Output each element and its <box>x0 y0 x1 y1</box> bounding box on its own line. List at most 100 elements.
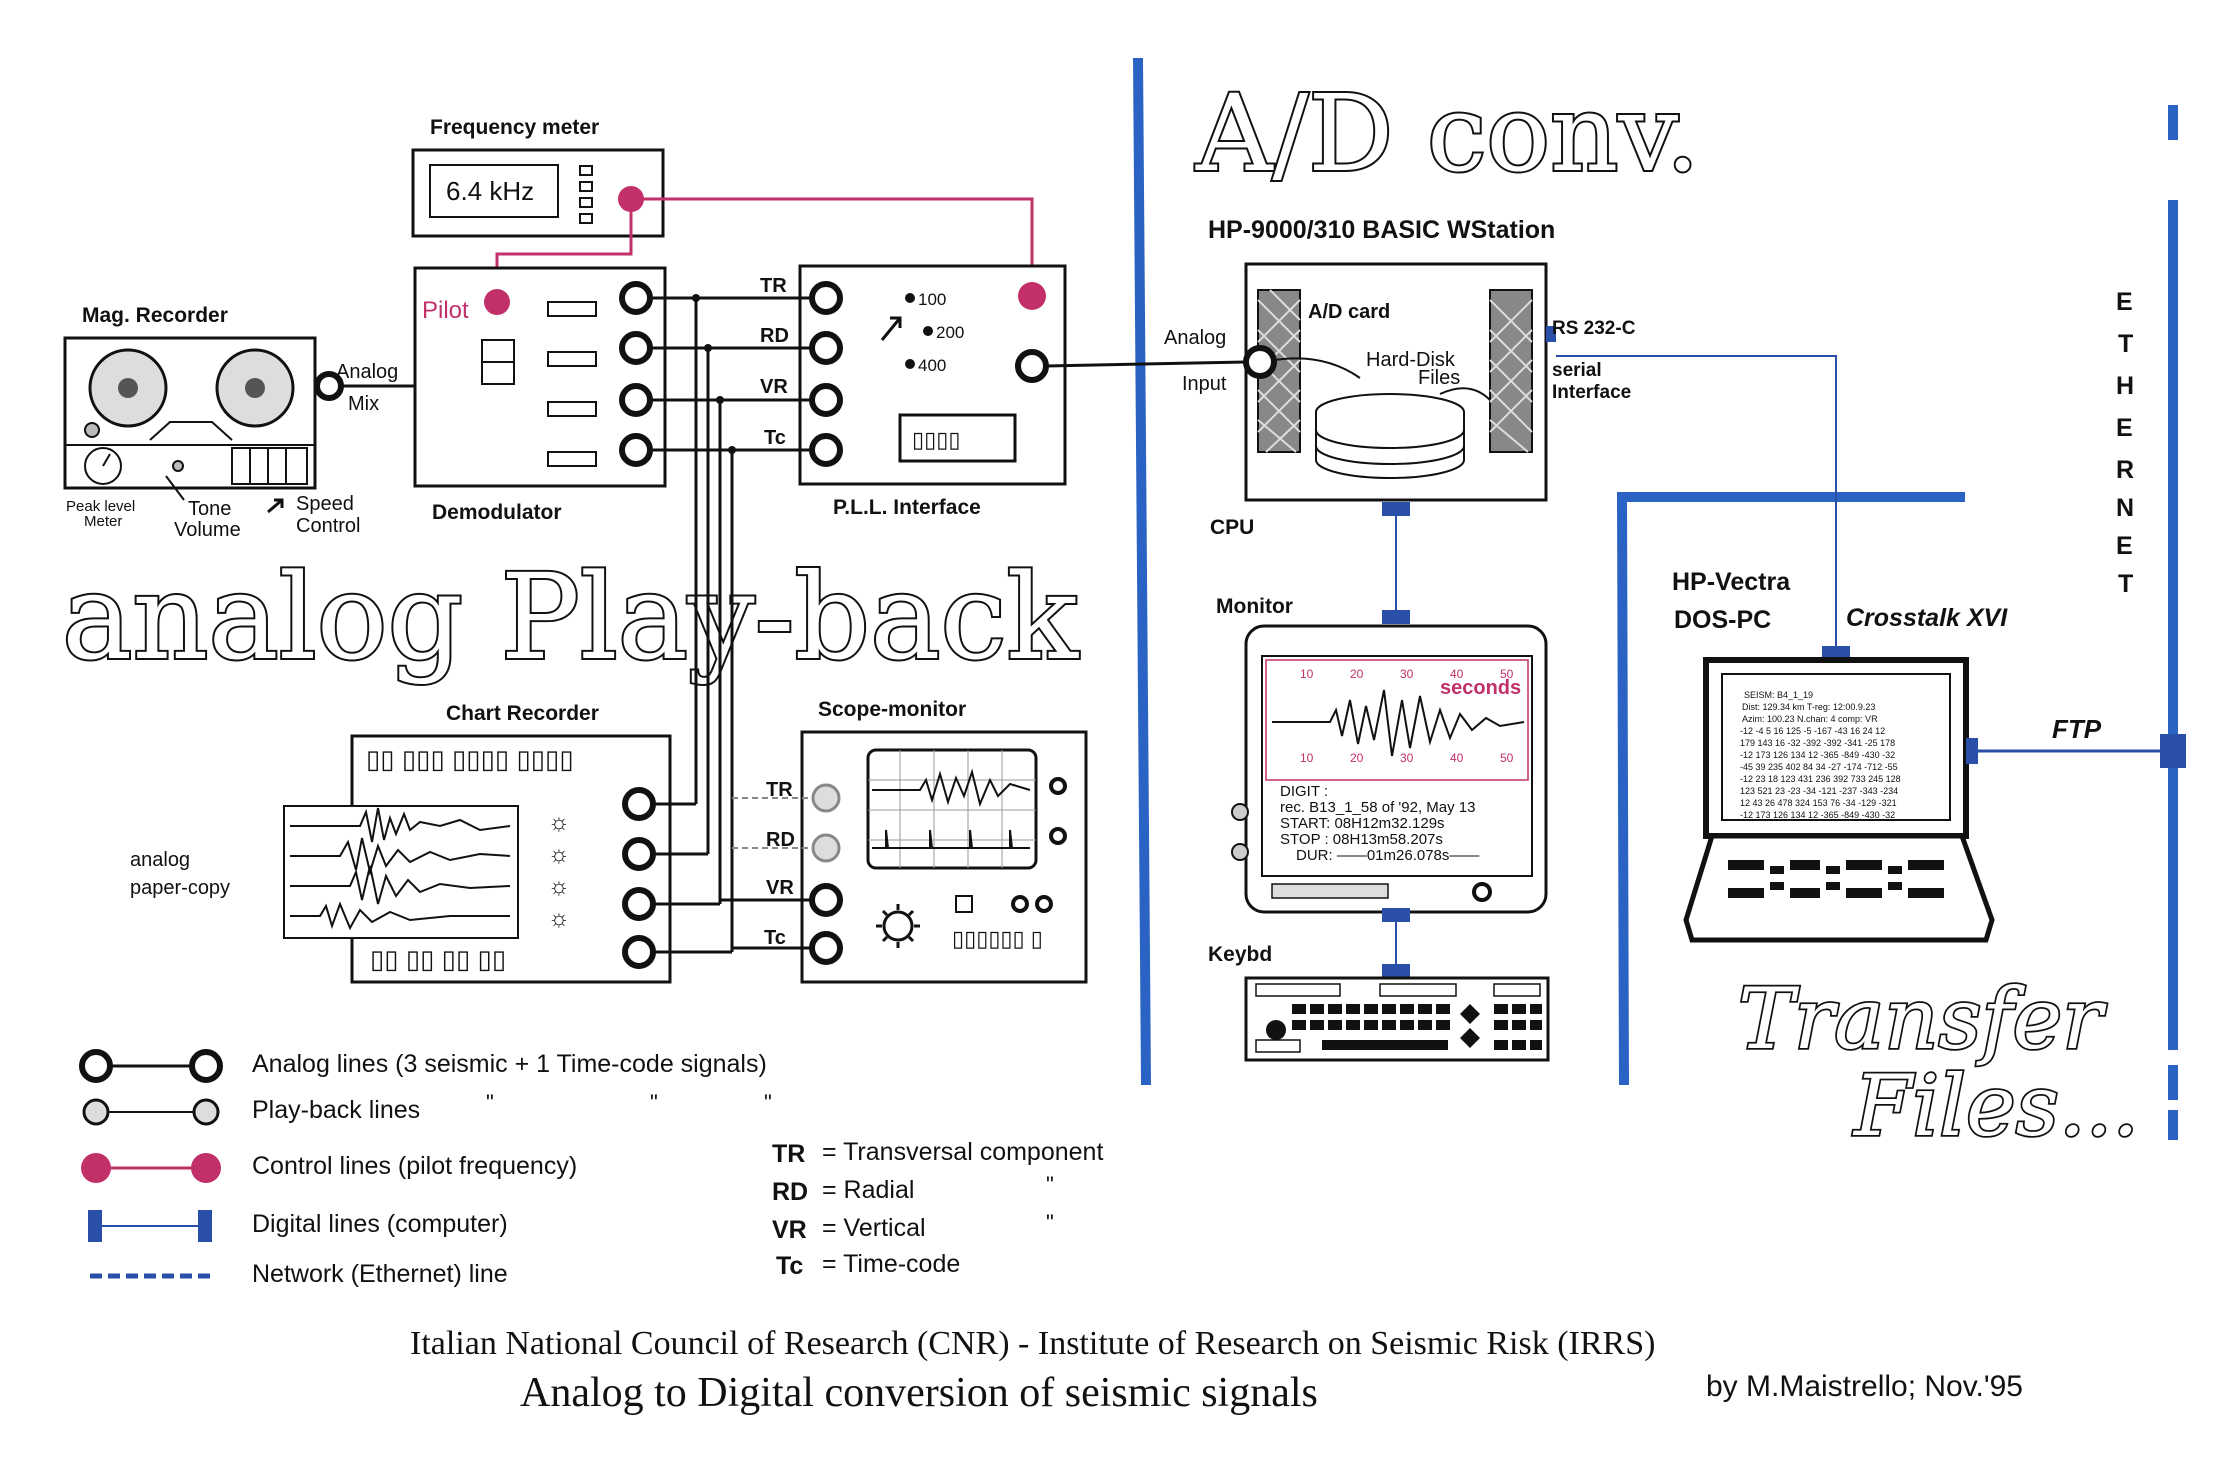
heading-ad-conv: A/D conv. <box>1195 72 1699 195</box>
code-vr: VR <box>772 1216 807 1244</box>
interface-label: Interface <box>1552 382 1631 403</box>
chart-knob-1-icon: ☼ <box>548 809 570 836</box>
tick-top-40: 40 <box>1450 667 1464 681</box>
scope-title: Scope-monitor <box>818 698 966 721</box>
frequency-meter-title: Frequency meter <box>430 116 599 139</box>
footer-subtitle: Analog to Digital conversion of seismic … <box>520 1370 1318 1416</box>
pll-channel-tc: Tc <box>764 427 786 449</box>
tick-bottom-50: 50 <box>1500 751 1514 765</box>
chart-recorder-top-keys: ▯▯ ▯▯▯ ▯▯▯▯ ▯▯▯▯ <box>366 744 574 774</box>
ad-card-label: A/D card <box>1308 301 1390 323</box>
legend-ditto-1: " <box>486 1090 494 1115</box>
scope-monitor: Scope-monitor TR RD VR Tc ▯▯ <box>720 698 1088 984</box>
pll-output-jack <box>1015 349 1049 383</box>
tick-bottom-40: 40 <box>1450 751 1464 765</box>
cpu-label: CPU <box>1210 516 1254 539</box>
ad-analog-input-jack <box>1243 345 1277 379</box>
tick-bottom-20: 20 <box>1350 751 1364 765</box>
channel-wires: TR RD VR Tc <box>619 275 843 952</box>
peak-label-2: Meter <box>84 513 122 530</box>
tick-top-10: 10 <box>1300 667 1314 681</box>
svg-text:-45 39 235 402 84 34 -27 -174: -45 39 235 402 84 34 -27 -174 -712 -55 <box>1740 762 1898 772</box>
legend-ditto-3: " <box>764 1090 772 1115</box>
tick-top-20: 20 <box>1350 667 1364 681</box>
svg-text:179 143 16 -32 -392 -392 -341: 179 143 16 -32 -392 -392 -341 -25 178 <box>1740 738 1895 748</box>
digit-label: DIGIT : <box>1280 783 1328 800</box>
ethernet-letter-t1: T <box>2118 330 2133 358</box>
hp-vectra-pc: HP-Vectra DOS-PC Crosstalk XVI SEISM: B4… <box>1672 568 2008 943</box>
ethernet-branch-line <box>1616 492 1965 1086</box>
pll-option-400: 400 <box>918 356 946 375</box>
code-rd-ditto: " <box>1046 1172 1054 1197</box>
ethernet-letter-e2: E <box>2116 414 2133 442</box>
scope-channel-tc: Tc <box>764 927 786 949</box>
ethernet-letter-r: R <box>2116 456 2134 484</box>
ethernet-letter-h: H <box>2116 372 2134 400</box>
peak-level-meter <box>84 447 122 485</box>
scope-gear-icon <box>882 910 914 942</box>
demodulator-title: Demodulator <box>432 501 562 524</box>
svg-text:123 521 23 -23 -34 -121 -237 -: 123 521 23 -23 -34 -121 -237 -343 -234 <box>1740 786 1898 796</box>
code-tc-desc: = Time-code <box>822 1250 960 1278</box>
ftp-label: FTP <box>2052 714 2102 744</box>
tone-volume-knob[interactable] <box>172 460 184 472</box>
ethernet-label: E T H E R N E T <box>2116 288 2141 598</box>
pll-option-100: 100 <box>918 290 946 309</box>
svg-text:-12 173 126 134 12 -365 -849 -: -12 173 126 134 12 -365 -849 -430 -32 <box>1740 750 1895 760</box>
svg-text:Azim: 100.23 N.chan: 4 comp:: Azim: 100.23 N.chan: 4 comp: VR <box>1742 714 1878 724</box>
pll-option-200: 200 <box>936 323 964 342</box>
scope-keys: ▯▯▯▯▯▯ ▯ <box>952 926 1043 951</box>
start-label: START: 08H12m32.129s <box>1280 815 1445 832</box>
svg-text:-12 23 18 123 431 236 392 733: -12 23 18 123 431 236 392 733 245 128 <box>1740 774 1901 784</box>
frequency-display: 6.4 kHz <box>446 176 534 206</box>
pll-title: P.L.L. Interface <box>833 496 981 519</box>
mag-recorder-title: Mag. Recorder <box>82 304 228 327</box>
code-tr-desc: = Transversal component <box>822 1138 1103 1166</box>
svg-text:12 43 26 478 324 153 76 -34 -1: 12 43 26 478 324 153 76 -34 -129 -321 <box>1740 798 1897 808</box>
scope-channel-vr: VR <box>766 877 794 899</box>
wire-pll-ad <box>1045 360 1247 368</box>
pll-channel-tr: TR <box>760 275 787 297</box>
code-rd-desc: = Radial <box>822 1176 914 1204</box>
paper-copy-label-1: analog <box>130 849 190 871</box>
tick-top-50: 50 <box>1500 667 1514 681</box>
legend-network: Network (Ethernet) line <box>252 1260 508 1288</box>
chart-recorder: Chart Recorder ▯▯ ▯▯▯ ▯▯▯▯ ▯▯▯▯ ▯▯ ▯▯ ▯▯… <box>130 702 732 984</box>
pll-pilot-input <box>1018 282 1046 310</box>
pll-channel-rd: RD <box>760 325 789 347</box>
pll-interface: 100 200 400 ▯▯▯▯ P.L.L. Interface <box>798 264 1067 519</box>
seconds-label: seconds <box>1440 677 1521 699</box>
ethernet-letter-t2: T <box>2118 570 2133 598</box>
scope-channel-tr: TR <box>766 779 793 801</box>
hard-disk-icon <box>1315 412 1465 479</box>
tick-bottom-10: 10 <box>1300 751 1314 765</box>
pll-channel-vr: VR <box>760 376 788 398</box>
chart-knob-3-icon: ☼ <box>548 873 570 900</box>
hp9000-workstation: HP-9000/310 BASIC WStation A/D card Hard… <box>1164 216 1636 539</box>
scope-channel-rd: RD <box>766 829 795 851</box>
pll-display: ▯▯▯▯ <box>912 427 960 452</box>
heading-files: Files... <box>1852 1057 2139 1155</box>
demod-pilot-output <box>484 289 510 315</box>
code-vr-ditto: " <box>1046 1210 1054 1235</box>
legend: Analog lines (3 seismic + 1 Time-code si… <box>79 1049 1103 1288</box>
svg-text:SEISM: B4_1_19: SEISM: B4_1_19 <box>1744 690 1813 700</box>
rs232-label: RS 232-C <box>1552 318 1636 339</box>
frequency-meter: Frequency meter 6.4 kHz <box>411 116 665 238</box>
legend-ditto-2: " <box>650 1090 658 1115</box>
tone-label-1: Tone <box>188 498 231 520</box>
chart-knob-4-icon: ☼ <box>548 905 570 932</box>
analog-input-label-1: Analog <box>1164 327 1226 349</box>
recorder-output-label-1: Analog <box>336 361 398 383</box>
ethernet-letter-e3: E <box>2116 532 2133 560</box>
serial-line <box>1556 355 1837 658</box>
ethernet-line-left <box>1133 57 1151 1086</box>
code-rd: RD <box>772 1178 808 1206</box>
code-tc: Tc <box>776 1252 803 1280</box>
monitor: Monitor seconds 10 20 30 40 50 10 20 30 … <box>1216 595 1548 914</box>
mag-recorder: Mag. Recorder Analog Mix Peak level Mete… <box>63 304 398 541</box>
code-tr: TR <box>772 1140 805 1168</box>
monitor-title: Monitor <box>1216 595 1293 618</box>
analog-input-label-2: Input <box>1182 373 1227 395</box>
